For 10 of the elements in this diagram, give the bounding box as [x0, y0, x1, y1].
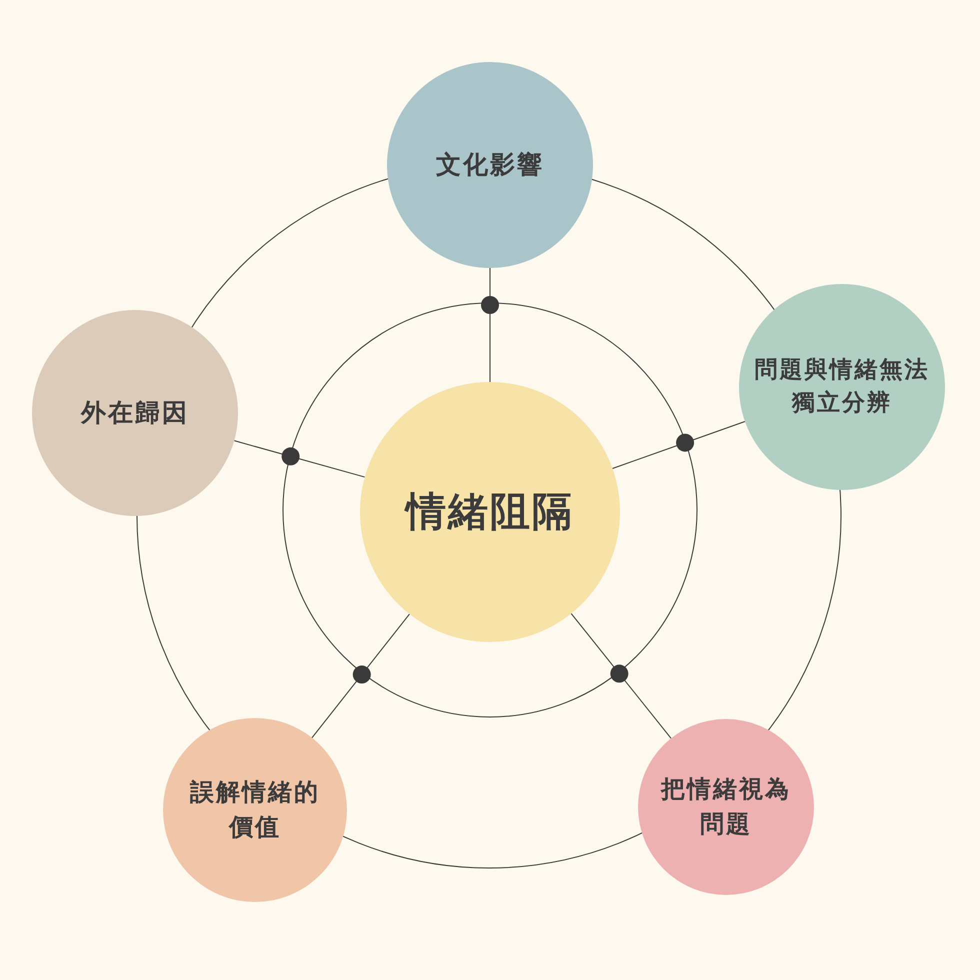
- connector-line: [234, 440, 366, 478]
- connector-line: [612, 420, 746, 469]
- topic-circle: 把情緒視為問題: [638, 719, 814, 895]
- topic-circle: 誤解情緒的價值: [163, 718, 347, 902]
- topic-circle: 問題與情緒無法獨立分辨: [739, 284, 945, 490]
- center-circle: 情緒阻隔: [360, 382, 620, 642]
- connector-line: [570, 613, 672, 739]
- connector-line: [311, 614, 410, 738]
- topic-circle: 文化影響: [387, 62, 593, 268]
- topic-circle: 外在歸因: [32, 310, 238, 516]
